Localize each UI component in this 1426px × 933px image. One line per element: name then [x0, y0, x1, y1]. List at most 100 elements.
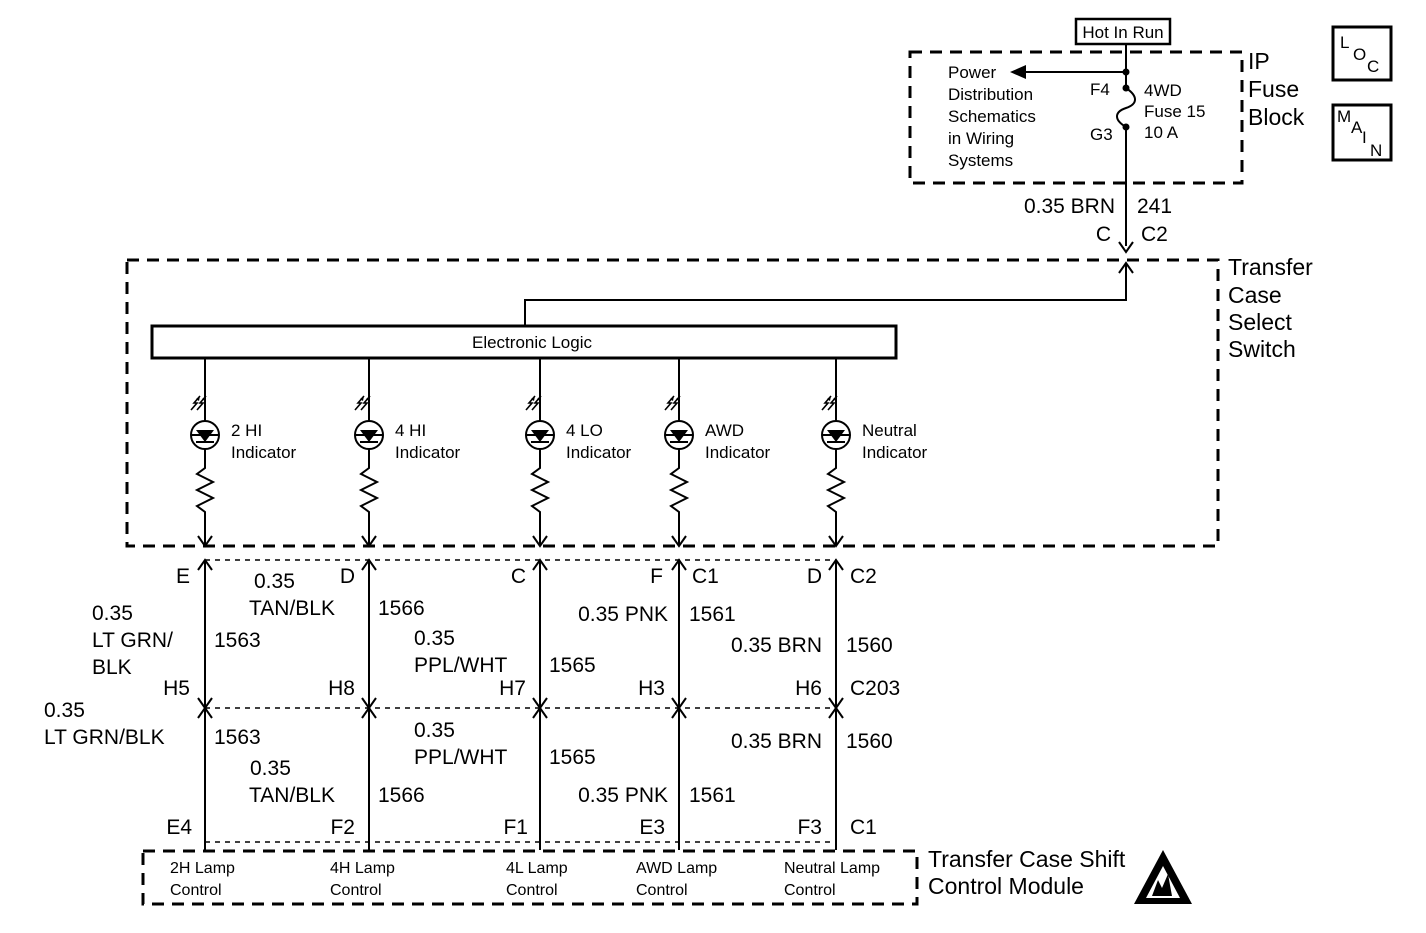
switch-pin-e: E	[176, 565, 190, 588]
fuse-label-rating: 10 A	[1144, 123, 1179, 142]
module-pin-f3: F3	[797, 816, 822, 839]
svg-text:Transfer: Transfer	[1228, 254, 1313, 280]
lower-wire-1565-circuit: 1565	[549, 746, 596, 769]
indicator-circuit-3: AWD Indicator	[664, 358, 771, 547]
svg-text:M: M	[1337, 107, 1351, 126]
switch-pin-f: F	[650, 565, 663, 588]
wire-1563-color1: LT GRN/	[92, 629, 173, 652]
svg-text:A: A	[1351, 118, 1363, 137]
wire-1566-gauge: 0.35	[254, 570, 295, 593]
lower-wire-1563-color: LT GRN/BLK	[44, 726, 165, 749]
indicator-name: AWD	[705, 421, 744, 440]
module-controls: 2H Lamp Control 4H Lamp Control 4L Lamp …	[170, 860, 880, 899]
power-distribution-note: Power Distribution Schematics in Wiring …	[948, 63, 1036, 170]
svg-text:I: I	[1362, 128, 1367, 147]
control-4h-line1: 4H Lamp	[330, 860, 395, 877]
wire-1561-color: 0.35 PNK	[578, 603, 668, 626]
ip-fuse-block-label: IP Fuse Block	[1248, 48, 1305, 130]
control-neutral-line1: Neutral Lamp	[784, 860, 880, 877]
svg-text:Case: Case	[1228, 282, 1282, 308]
logic-feed-wire	[524, 263, 1127, 326]
resistor-icon	[670, 461, 688, 519]
lower-wire-1563-circuit: 1563	[214, 726, 261, 749]
switch-conn-c2: C2	[850, 565, 877, 588]
indicator-suffix: Indicator	[566, 443, 632, 462]
wire-1560-circuit: 1560	[846, 634, 893, 657]
harness-wires	[197, 559, 844, 850]
lower-wire-1563-gauge: 0.35	[44, 699, 85, 722]
light-rays-icon	[354, 395, 371, 411]
module-pin-f2: F2	[330, 816, 355, 839]
svg-text:Select: Select	[1228, 309, 1293, 335]
switch-pin-d2: D	[807, 565, 822, 588]
indicator-circuit-2: 4 LO Indicator	[525, 358, 632, 547]
svg-text:O: O	[1353, 45, 1366, 64]
harness-wire-2	[532, 559, 548, 850]
led-icon	[664, 420, 694, 450]
wire-1561-circuit: 1561	[689, 603, 736, 626]
indicator-suffix: Indicator	[395, 443, 461, 462]
hot-in-run-label: Hot In Run	[1082, 23, 1163, 42]
svg-text:Block: Block	[1248, 104, 1305, 130]
fuse-pin-g3: G3	[1090, 125, 1113, 144]
harness-wire-1	[361, 559, 377, 850]
indicator-suffix: Indicator	[705, 443, 771, 462]
resistor-icon	[196, 461, 214, 519]
wire-1565-circuit: 1565	[549, 654, 596, 677]
svg-text:L: L	[1340, 33, 1349, 52]
wire-1563-gauge: 0.35	[92, 602, 133, 625]
switch-conn-c1: C1	[692, 565, 719, 588]
lower-wire-1560-circuit: 1560	[846, 730, 893, 753]
wire-1565-color: PPL/WHT	[414, 654, 508, 677]
resistor-icon	[531, 461, 549, 519]
lower-wire-1566-gauge: 0.35	[250, 757, 291, 780]
select-switch-label: Transfer Case Select Switch	[1228, 254, 1313, 362]
lower-harness: 0.35 LT GRN/BLK 1563 0.35 TAN/BLK 1566 0…	[44, 699, 893, 843]
indicator-name: 2 HI	[231, 421, 262, 440]
lower-wire-1565-gauge: 0.35	[414, 719, 455, 742]
svg-text:Control Module: Control Module	[928, 873, 1084, 899]
indicator-suffix: Indicator	[862, 443, 928, 462]
wire-1563-color2: BLK	[92, 656, 132, 679]
wire-1566-color: TAN/BLK	[249, 597, 335, 620]
feed-conn-pin: C	[1096, 223, 1111, 246]
resistor-icon	[827, 461, 845, 519]
feed-conn-name: C2	[1141, 223, 1168, 246]
led-icon	[190, 420, 220, 450]
control-4l-line1: 4L Lamp	[506, 860, 568, 877]
electronic-logic-box: Electronic Logic	[150, 324, 898, 360]
shift-control-module-outline	[141, 849, 919, 906]
ip-fuse-block-outline	[908, 50, 1244, 185]
led-icon	[525, 420, 555, 450]
svg-text:Switch: Switch	[1228, 336, 1296, 362]
switch-pin-d: D	[340, 565, 355, 588]
electronic-logic-label: Electronic Logic	[472, 333, 593, 352]
loc-icon: L O C	[1331, 25, 1393, 82]
indicator-name: 4 LO	[566, 421, 603, 440]
harness-pin-h6: H6	[795, 677, 822, 700]
lower-wire-1566-circuit: 1566	[378, 784, 425, 807]
control-2h-line2: Control	[170, 882, 222, 899]
fuse-15-symbol	[1116, 84, 1136, 131]
main-icon: M A I N	[1331, 103, 1393, 162]
module-pin-e4: E4	[166, 816, 192, 839]
splice-dot	[1122, 68, 1130, 76]
harness-pin-h5: H5	[163, 677, 190, 700]
esd-warning-icon	[1134, 850, 1192, 904]
wire-1565-gauge: 0.35	[414, 627, 455, 650]
harness-pin-h7: H7	[499, 677, 526, 700]
power-arrow-icon	[1010, 65, 1026, 79]
svg-text:Transfer Case Shift: Transfer Case Shift	[928, 846, 1126, 872]
fuse-label-name: 4WD	[1144, 81, 1182, 100]
upper-harness: E D C F C1 D C2 0.35 LT GRN/ BLK 1563 0.…	[92, 559, 900, 709]
shift-control-module-label: Transfer Case Shift Control Module	[928, 846, 1126, 899]
wire-1563-circuit: 1563	[214, 629, 261, 652]
resistor-icon	[360, 461, 378, 519]
harness-wire-4	[828, 559, 844, 850]
harness-wire-0	[197, 559, 213, 850]
connector-c203: C203	[850, 677, 900, 700]
control-4h-line2: Control	[330, 882, 382, 899]
fuse-label-number: Fuse 15	[1144, 102, 1205, 121]
